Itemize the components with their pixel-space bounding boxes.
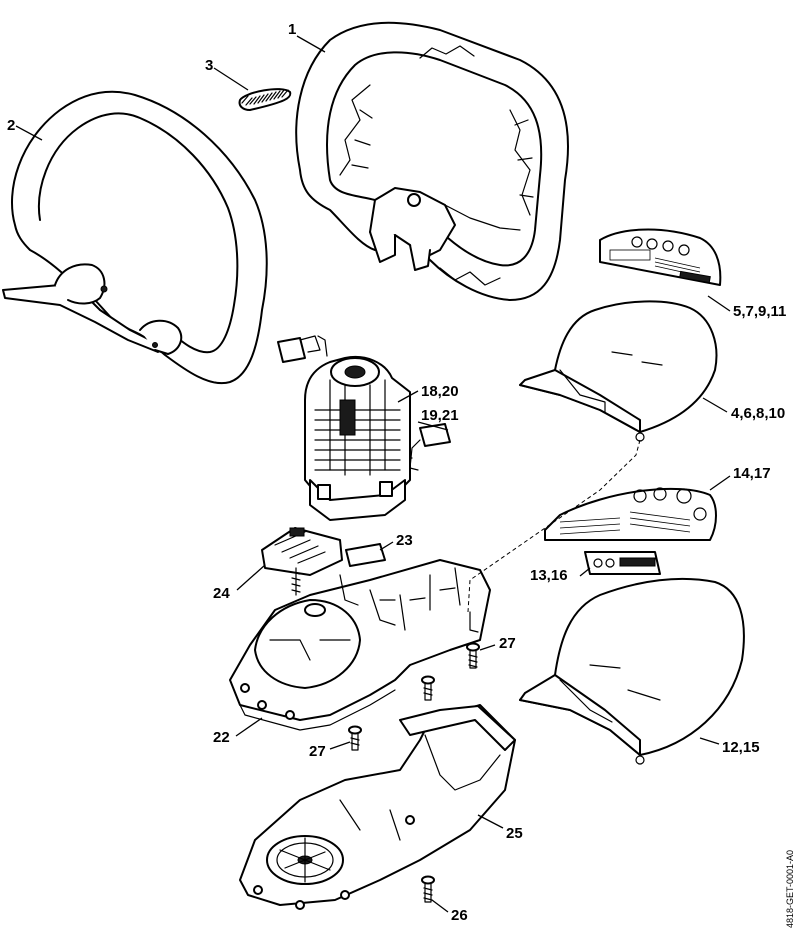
- part-18-motor: [304, 356, 411, 521]
- leader-lines: [15, 35, 731, 913]
- callout-12-15: 12,15: [722, 739, 760, 756]
- callout-22: 22: [213, 729, 230, 746]
- part-1-rear-handle: [295, 21, 569, 301]
- callout-4-6-8-10: 4,6,8,10: [731, 405, 785, 422]
- callout-14-17: 14,17: [733, 465, 771, 482]
- part-23-pad: [345, 543, 386, 567]
- part-14-label-sticker: [544, 487, 717, 541]
- part-27-screw-left: [348, 725, 362, 751]
- callout-13-16: 13,16: [530, 567, 568, 584]
- callout-5-7-9-11: 5,7,9,11: [733, 303, 786, 320]
- callout-2: 2: [7, 117, 15, 134]
- callout-labels: 1 2 3 5,7,9,11 4,6,8,10 18,20 19,21 14,1…: [7, 21, 786, 924]
- callout-23: 23: [396, 532, 413, 549]
- part-27-screw-right: [466, 642, 480, 669]
- part-22-housing: [229, 559, 491, 731]
- callout-25: 25: [506, 825, 523, 842]
- part-2-front-handle: [2, 90, 268, 385]
- part-3-spring: [238, 88, 292, 111]
- callout-24: 24: [213, 585, 230, 602]
- callout-27-lower: 27: [309, 743, 326, 760]
- callout-3: 3: [205, 57, 213, 74]
- part-27-screw-mid: [421, 675, 435, 701]
- drawing-code: 4818-GET-0001-A0: [785, 850, 795, 928]
- callout-19-21: 19,21: [421, 407, 459, 424]
- part-13-small-label: [584, 551, 661, 575]
- callout-1: 1: [288, 21, 296, 38]
- callout-27-upper: 27: [499, 635, 516, 652]
- part-4-upper-cover: [519, 300, 718, 442]
- part-24-switch: [261, 527, 343, 596]
- part-12-lower-cover: [519, 577, 745, 765]
- part-25-bottom-cover: [239, 704, 516, 910]
- part-26-screw: [421, 875, 435, 903]
- callout-26: 26: [451, 907, 468, 924]
- part-brush-holder-left: [277, 335, 328, 363]
- alignment-dashed-line: [467, 439, 641, 613]
- part-5-label-sticker: [599, 228, 722, 286]
- callout-18-20: 18,20: [421, 383, 459, 400]
